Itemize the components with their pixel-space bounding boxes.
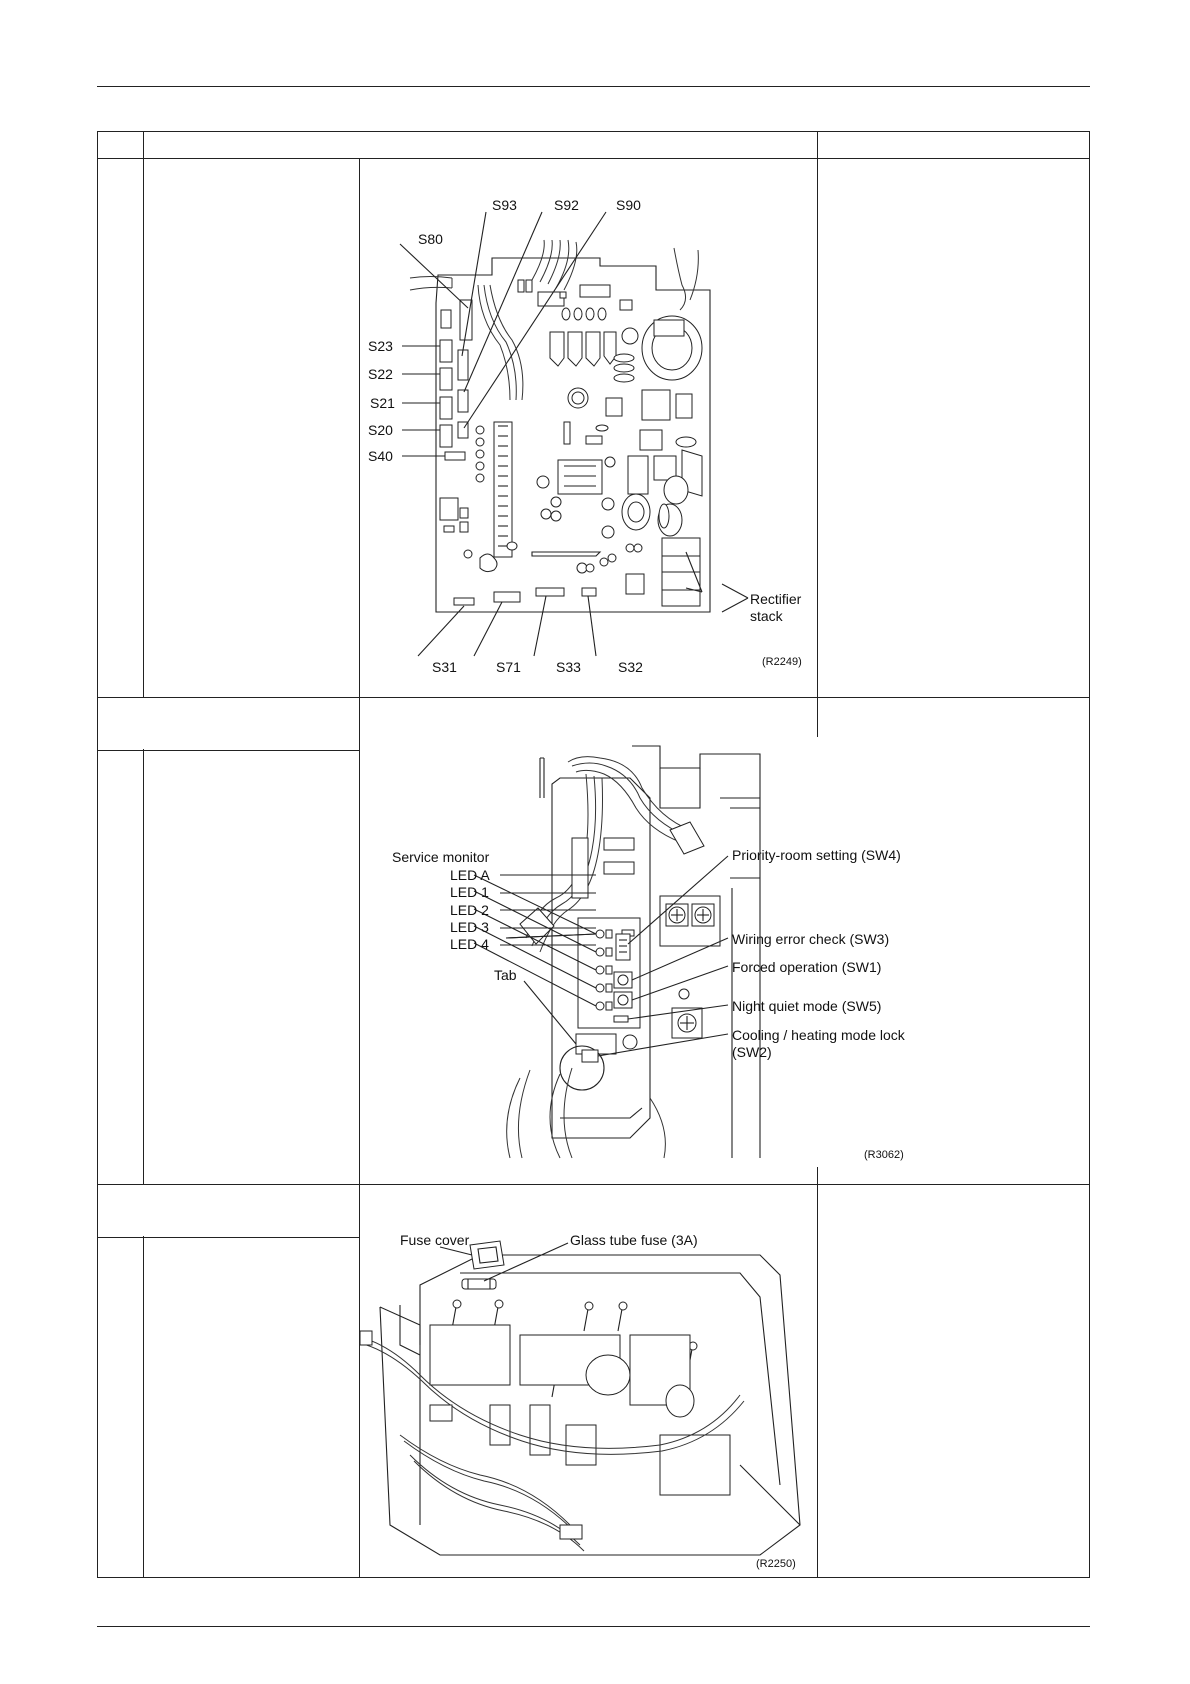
sw4-dip <box>615 933 631 961</box>
label-s23: S23 <box>368 338 393 354</box>
label-tab: Tab <box>494 967 517 983</box>
label-s40: S40 <box>368 448 393 464</box>
label-sw1: Forced operation (SW1) <box>732 959 881 975</box>
rectifier-stack <box>661 537 701 573</box>
procedure-table <box>97 131 1090 1578</box>
led-2 <box>595 965 605 975</box>
label-s93: S93 <box>492 197 517 213</box>
notes-column-divider-2 <box>817 1167 818 1578</box>
label-rectifier: Rectifier <box>750 591 802 607</box>
connector-s32 <box>581 587 597 597</box>
procedure-column-divider <box>359 158 360 1578</box>
notes-column-divider <box>817 131 818 737</box>
connector-s23 <box>439 339 453 363</box>
switch-panel-diagram: Service monitor LED A LED 1 LED 2 LED 3 … <box>392 745 906 1161</box>
table-header-divider <box>97 158 1090 159</box>
row-divider-2 <box>97 1184 1090 1185</box>
label-led-a: LED A <box>450 867 490 883</box>
connector-s22 <box>439 367 453 391</box>
label-s90: S90 <box>616 197 641 213</box>
label-led-2: LED 2 <box>450 902 489 918</box>
sw2-switch <box>581 1049 599 1063</box>
figure-code-r2250: (R2250) <box>756 1558 796 1570</box>
terminal-strip <box>493 421 513 558</box>
row-divider-1 <box>97 697 1090 698</box>
sw5-switch <box>613 1015 629 1023</box>
connector-s21 <box>439 396 453 420</box>
control-unit-body <box>551 777 651 1139</box>
label-sw5: Night quiet mode (SW5) <box>732 998 881 1014</box>
led-a <box>595 929 605 939</box>
cable-top-right <box>673 247 699 311</box>
step-column-divider <box>143 131 144 1578</box>
pcb-board-outline <box>435 257 711 613</box>
subheader-divider-2 <box>97 1237 359 1238</box>
label-sw2-line2: (SW2) <box>732 1044 772 1060</box>
step-column-mask-1 <box>141 698 145 749</box>
connector-s31 <box>453 597 475 606</box>
label-s20: S20 <box>368 422 393 438</box>
label-s31: S31 <box>432 659 457 675</box>
label-s32: S32 <box>618 659 643 675</box>
connector-s92 <box>559 291 567 299</box>
label-service-monitor: Service monitor <box>392 849 490 865</box>
cable-top-bundle <box>531 239 578 291</box>
label-led-1: LED 1 <box>450 884 489 900</box>
footer-rule <box>97 1626 1090 1627</box>
label-sw2-line1: Cooling / heating mode lock <box>732 1027 906 1043</box>
label-fuse-cover: Fuse cover <box>400 1232 470 1248</box>
figure-code-r3062: (R3062) <box>864 1149 904 1161</box>
label-s22: S22 <box>368 366 393 382</box>
label-led-4: LED 4 <box>450 936 489 952</box>
panel-housing <box>539 745 761 1158</box>
label-s92: S92 <box>554 197 579 213</box>
header-rule <box>97 86 1090 87</box>
housing-outline <box>379 1254 801 1556</box>
connector-s33 <box>535 587 565 597</box>
label-glass-tube-fuse: Glass tube fuse (3A) <box>570 1232 698 1248</box>
label-stack: stack <box>750 608 784 624</box>
glass-tube-fuse <box>461 1278 497 1290</box>
subheader-divider-1 <box>97 750 359 751</box>
label-s33: S33 <box>556 659 581 675</box>
label-sw3: Wiring error check (SW3) <box>732 931 889 947</box>
led-1 <box>595 947 605 957</box>
label-s80: S80 <box>418 231 443 247</box>
pcb-diagram: S93 S92 S90 S80 S23 S22 S21 S20 S40 S31 … <box>368 197 802 675</box>
cable-bundle <box>567 756 691 843</box>
figure-code-r2249: (R2249) <box>762 656 802 668</box>
connector-s20 <box>439 424 453 448</box>
connector-s40 <box>444 451 466 461</box>
wire-harness <box>360 1336 745 1552</box>
led-3 <box>595 983 605 993</box>
fuse-cover <box>469 1240 505 1270</box>
cable-top-left <box>409 276 453 291</box>
fuse-diagram: Fuse cover Glass tube fuse (3A) (R2250) <box>360 1232 801 1570</box>
led-4 <box>595 1001 605 1011</box>
step-column-mask-2 <box>141 1185 145 1236</box>
connector-s90 <box>579 284 611 298</box>
label-s21: S21 <box>370 395 395 411</box>
connector-s71 <box>493 591 521 603</box>
connector-s93 <box>537 291 565 307</box>
label-sw4: Priority-room setting (SW4) <box>732 847 901 863</box>
label-led-3: LED 3 <box>450 919 489 935</box>
label-s71: S71 <box>496 659 521 675</box>
